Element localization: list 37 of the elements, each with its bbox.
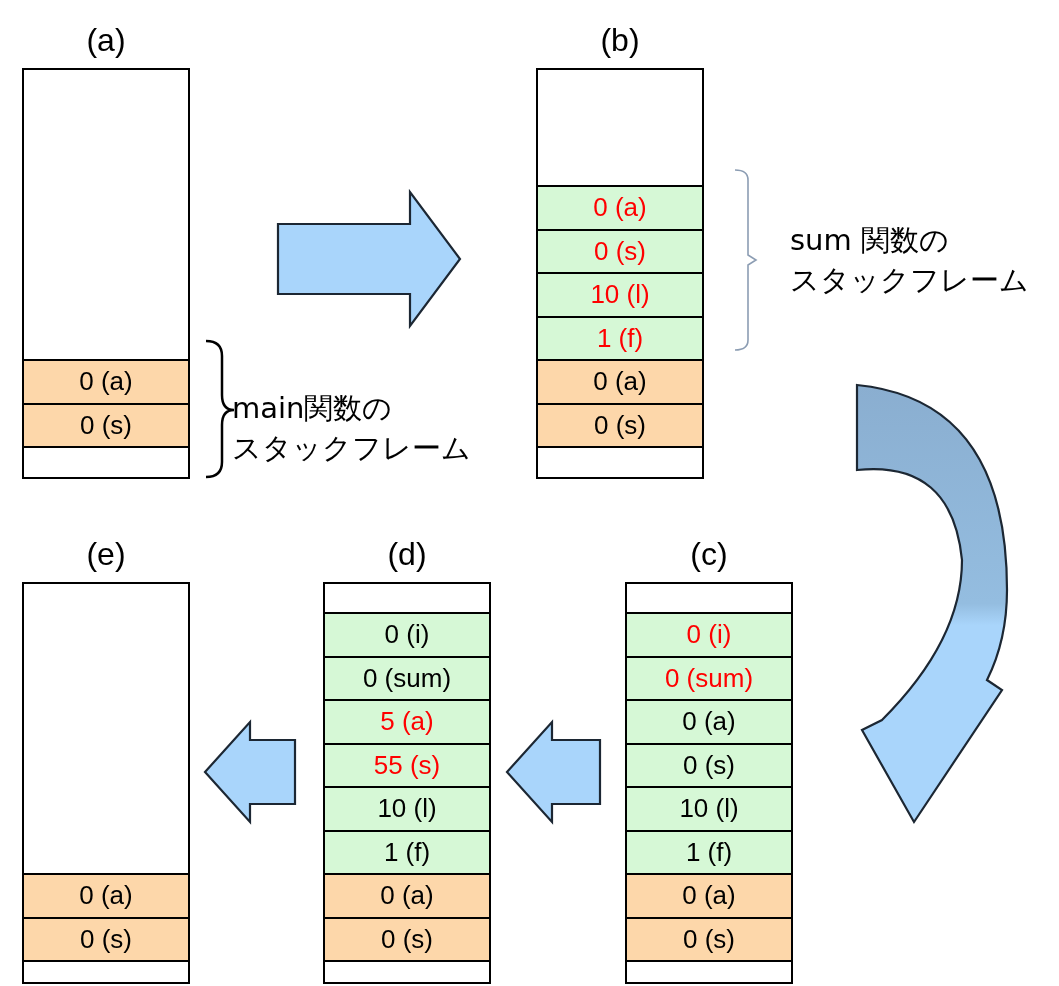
stack-slot: 0 (s) [627,916,791,962]
panel-label: (c) [690,535,728,574]
stack-slot: 0 (s) [627,742,791,788]
stack-slot: 1 (f) [627,829,791,875]
stack-slot: 0 (a) [325,873,489,919]
block-arrow [276,188,462,330]
stack-slot: 10 (l) [325,786,489,832]
stack-slot: 0 (i) [325,612,489,658]
stack-slot: 0 (a) [24,359,188,405]
stack-slot: 0 (a) [538,185,702,231]
panel-label: (a) [86,21,126,60]
stack-slot: 5 (a) [325,699,489,745]
stack-slot: 0 (s) [24,402,188,448]
stack-slot: 0 (a) [627,873,791,919]
stack-slot: 0 (a) [538,359,702,405]
block-arrow [505,719,602,825]
stack-slot: 0 (a) [627,699,791,745]
annotation-text: main関数のスタックフレーム [232,390,472,467]
stack-slot: 0 (sum) [627,655,791,701]
stack-slot: 0 (sum) [325,655,489,701]
stack-slot: 1 (f) [325,829,489,875]
stack-slot: 10 (l) [627,786,791,832]
annotation-text: sum 関数のスタックフレーム [790,222,1030,299]
stack-slot: 55 (s) [325,742,489,788]
stack-slot: 0 (s) [325,916,489,962]
stack-slot: 0 (a) [24,873,188,919]
stack-slot: 0 (s) [24,916,188,962]
panel-label: (e) [86,535,126,574]
stack-slot: 1 (f) [538,315,702,361]
stack-slot: 10 (l) [538,272,702,318]
panel-label: (b) [600,21,640,60]
stack-slot: 0 (s) [538,402,702,448]
stack-slot: 0 (i) [627,612,791,658]
curved-arrow [855,383,1009,824]
panel-label: (d) [387,535,427,574]
stack-slot: 0 (s) [538,228,702,274]
block-arrow [203,719,297,825]
